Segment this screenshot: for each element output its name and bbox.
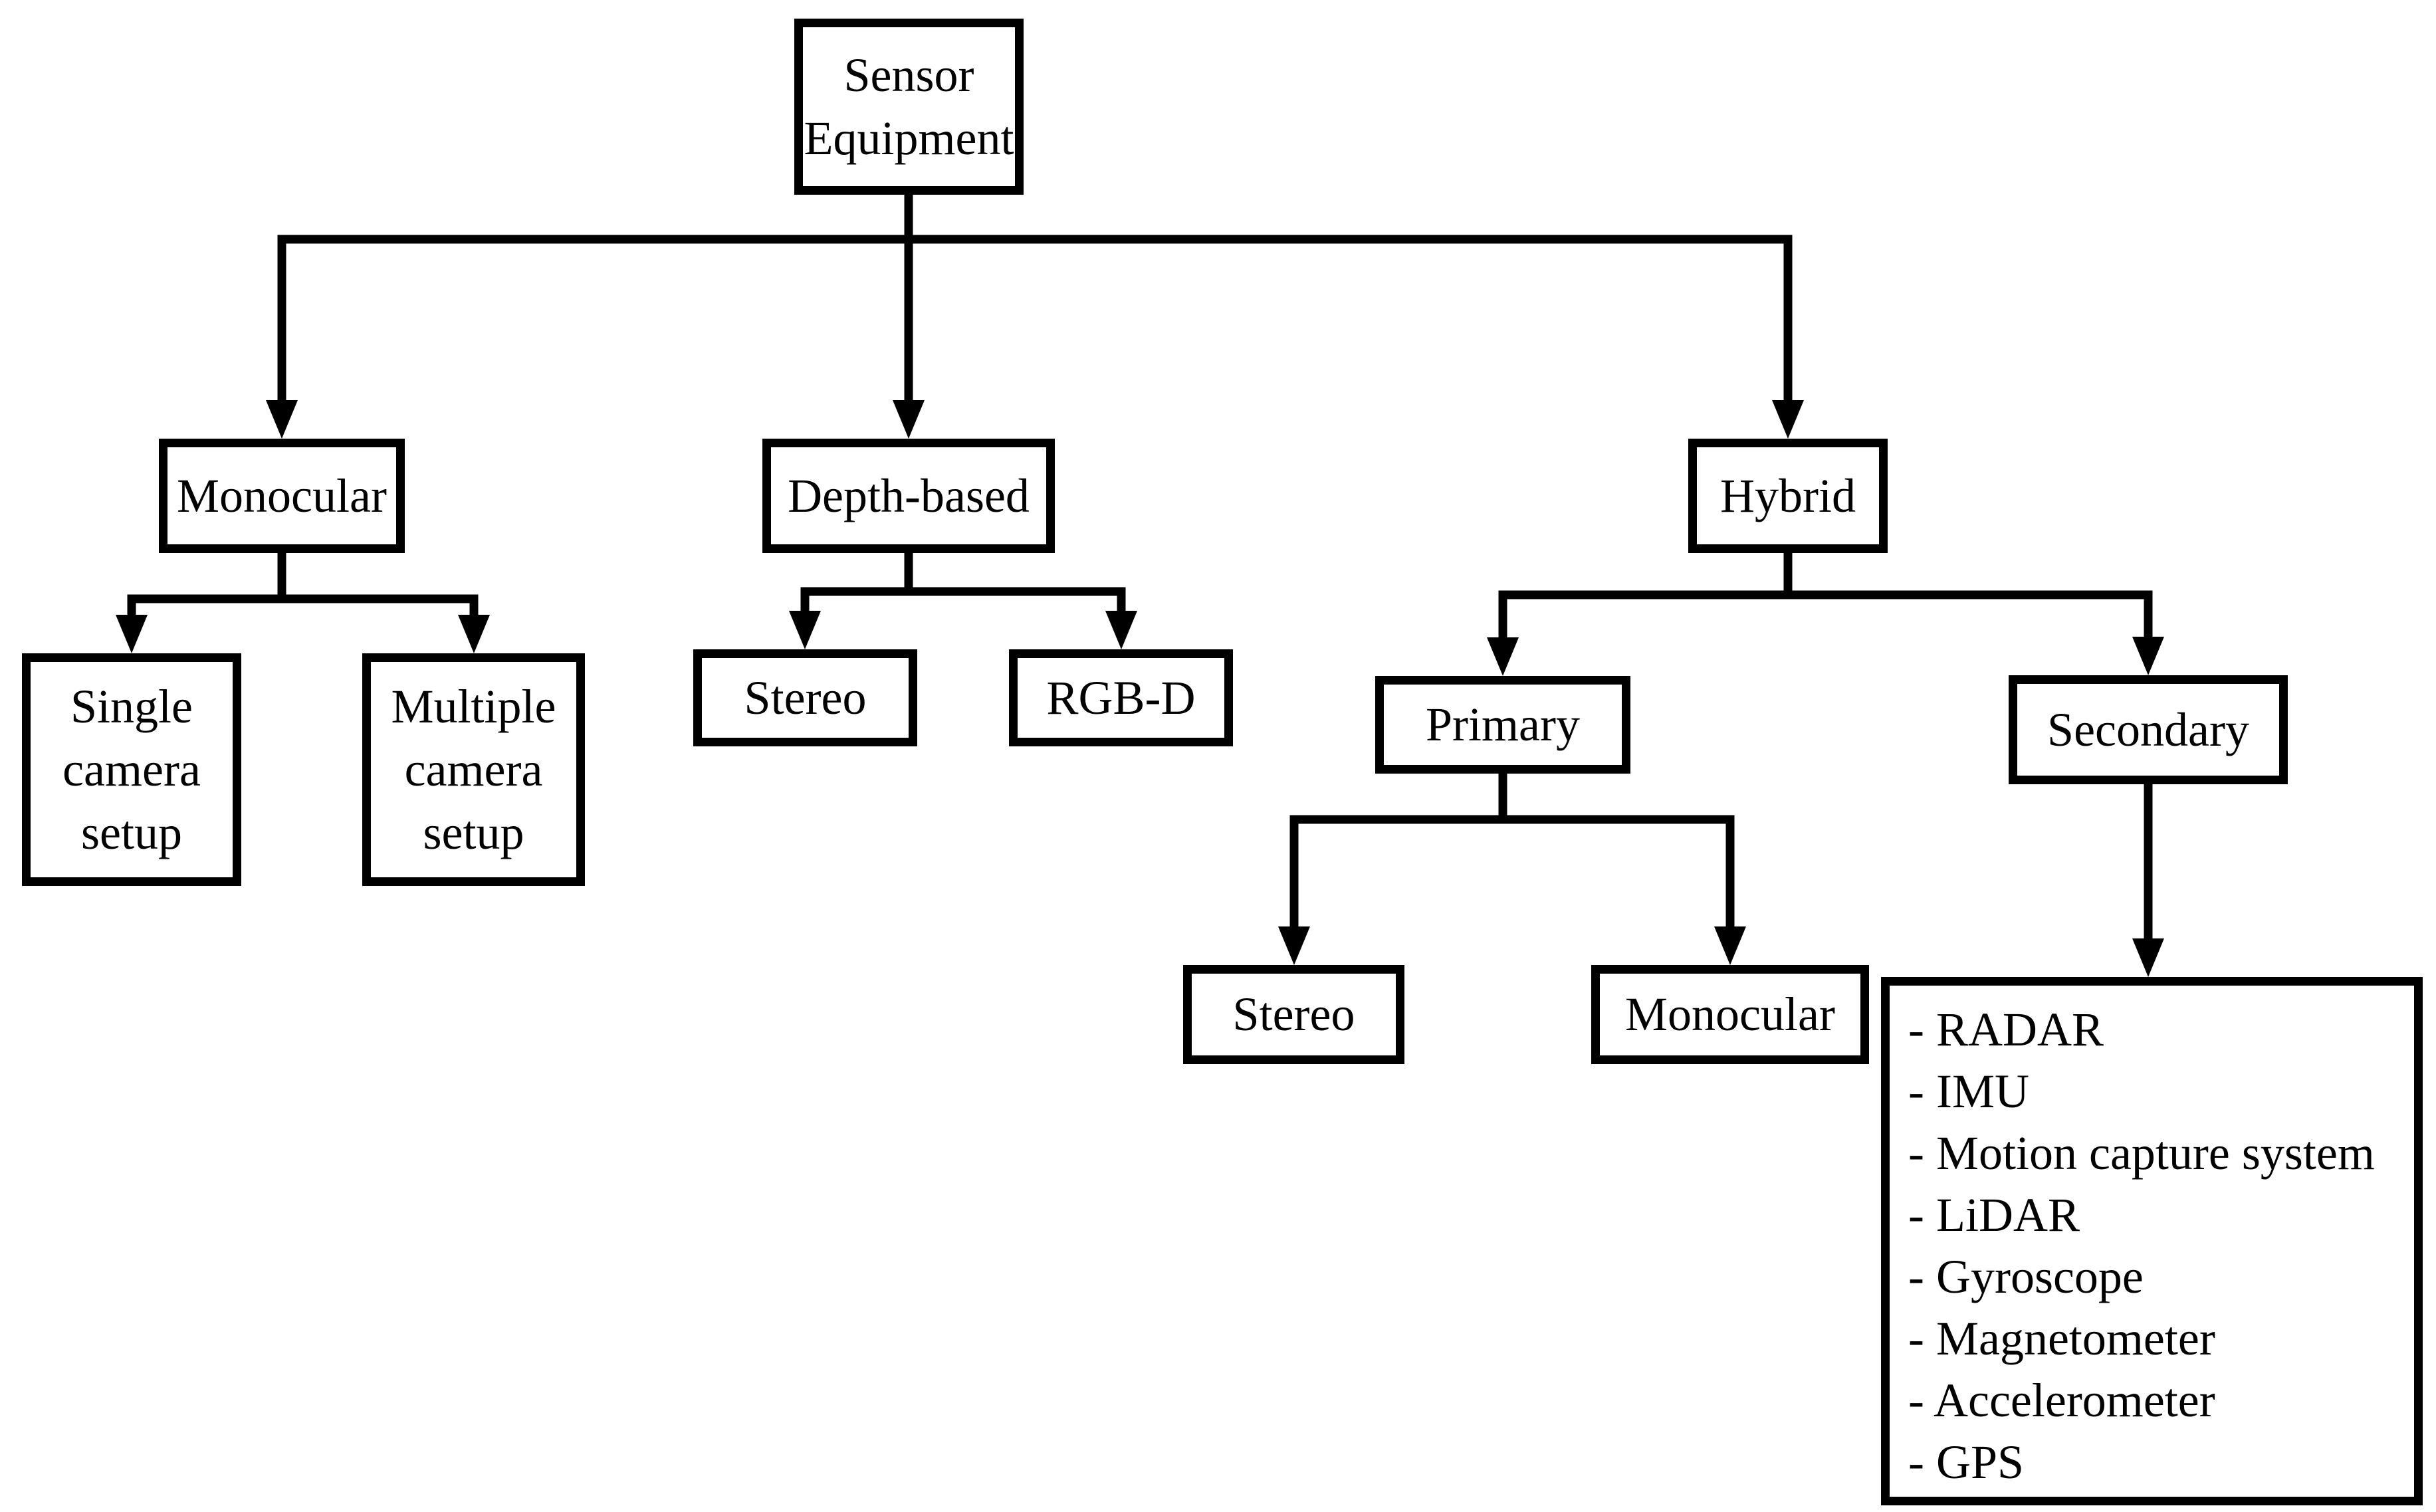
sensor-list-item: - GPS [1908, 1436, 2025, 1489]
sensor-list-item: - LiDAR [1908, 1188, 2080, 1242]
node-secondary-sensor-list: - RADAR - IMU - Motion capture system - … [1881, 977, 2423, 1505]
arrowhead-depth [893, 400, 925, 439]
arrowhead-stereo-primary [1278, 926, 1310, 965]
arrowhead-monocular-primary [1714, 926, 1746, 965]
node-monocular: Monocular [159, 439, 405, 553]
node-stereo-primary: Stereo [1183, 965, 1404, 1064]
arrowhead-monocular [266, 400, 298, 439]
node-monocular-primary: Monocular [1591, 965, 1869, 1064]
arrowhead-rgbd [1105, 611, 1137, 649]
arrowhead-stereo-depth [789, 611, 821, 649]
sensor-list-item: - Magnetometer [1908, 1312, 2215, 1365]
sensor-list-item: - IMU [1908, 1065, 2029, 1118]
node-multiple-camera-setup: Multiple camera setup [362, 653, 585, 886]
node-sensor-equipment: Sensor Equipment [794, 19, 1024, 195]
node-single-camera-setup: Single camera setup [22, 653, 241, 886]
sensor-list-item: - Gyroscope [1908, 1250, 2144, 1303]
arrowhead-multiple [458, 615, 490, 653]
arrowhead-single [116, 615, 148, 653]
node-secondary: Secondary [2009, 675, 2288, 784]
sensor-list-item: - Accelerometer [1908, 1374, 2215, 1427]
sensor-list-item: - RADAR [1908, 1003, 2104, 1056]
arrowhead-sensor-list [2132, 938, 2164, 977]
node-stereo-depth: Stereo [693, 649, 917, 746]
arrowhead-hybrid [1772, 400, 1804, 439]
arrowhead-primary [1487, 637, 1519, 676]
sensor-list-item: - Motion capture system [1908, 1127, 2375, 1180]
arrowhead-secondary [2132, 637, 2164, 675]
node-rgb-d: RGB-D [1009, 649, 1233, 746]
node-depth-based: Depth-based [762, 439, 1055, 553]
node-hybrid: Hybrid [1688, 439, 1888, 553]
node-primary: Primary [1375, 676, 1630, 774]
